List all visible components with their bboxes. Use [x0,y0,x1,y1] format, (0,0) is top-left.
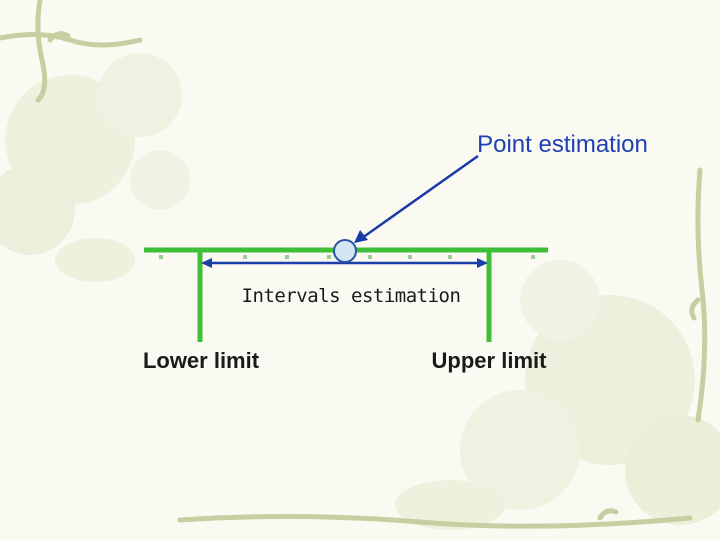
flower-watermark-top-left [0,53,190,282]
lower-limit-label: Lower limit [142,348,260,373]
point-estimation-label: Point estimation [477,131,648,158]
intervals-estimation-label: Intervals estimation [241,285,461,307]
pointer-arrowhead [354,230,368,243]
upper-limit-label: Upper limit [431,348,547,373]
pointer-arrow-line [361,154,479,240]
flower-watermark-bottom-right [395,260,720,530]
bar-ticks [159,255,535,259]
vine-border [0,0,708,529]
point-estimate-marker [333,239,357,263]
interval-arrowhead-left [201,258,212,268]
interval-arrowhead-right [477,258,488,268]
